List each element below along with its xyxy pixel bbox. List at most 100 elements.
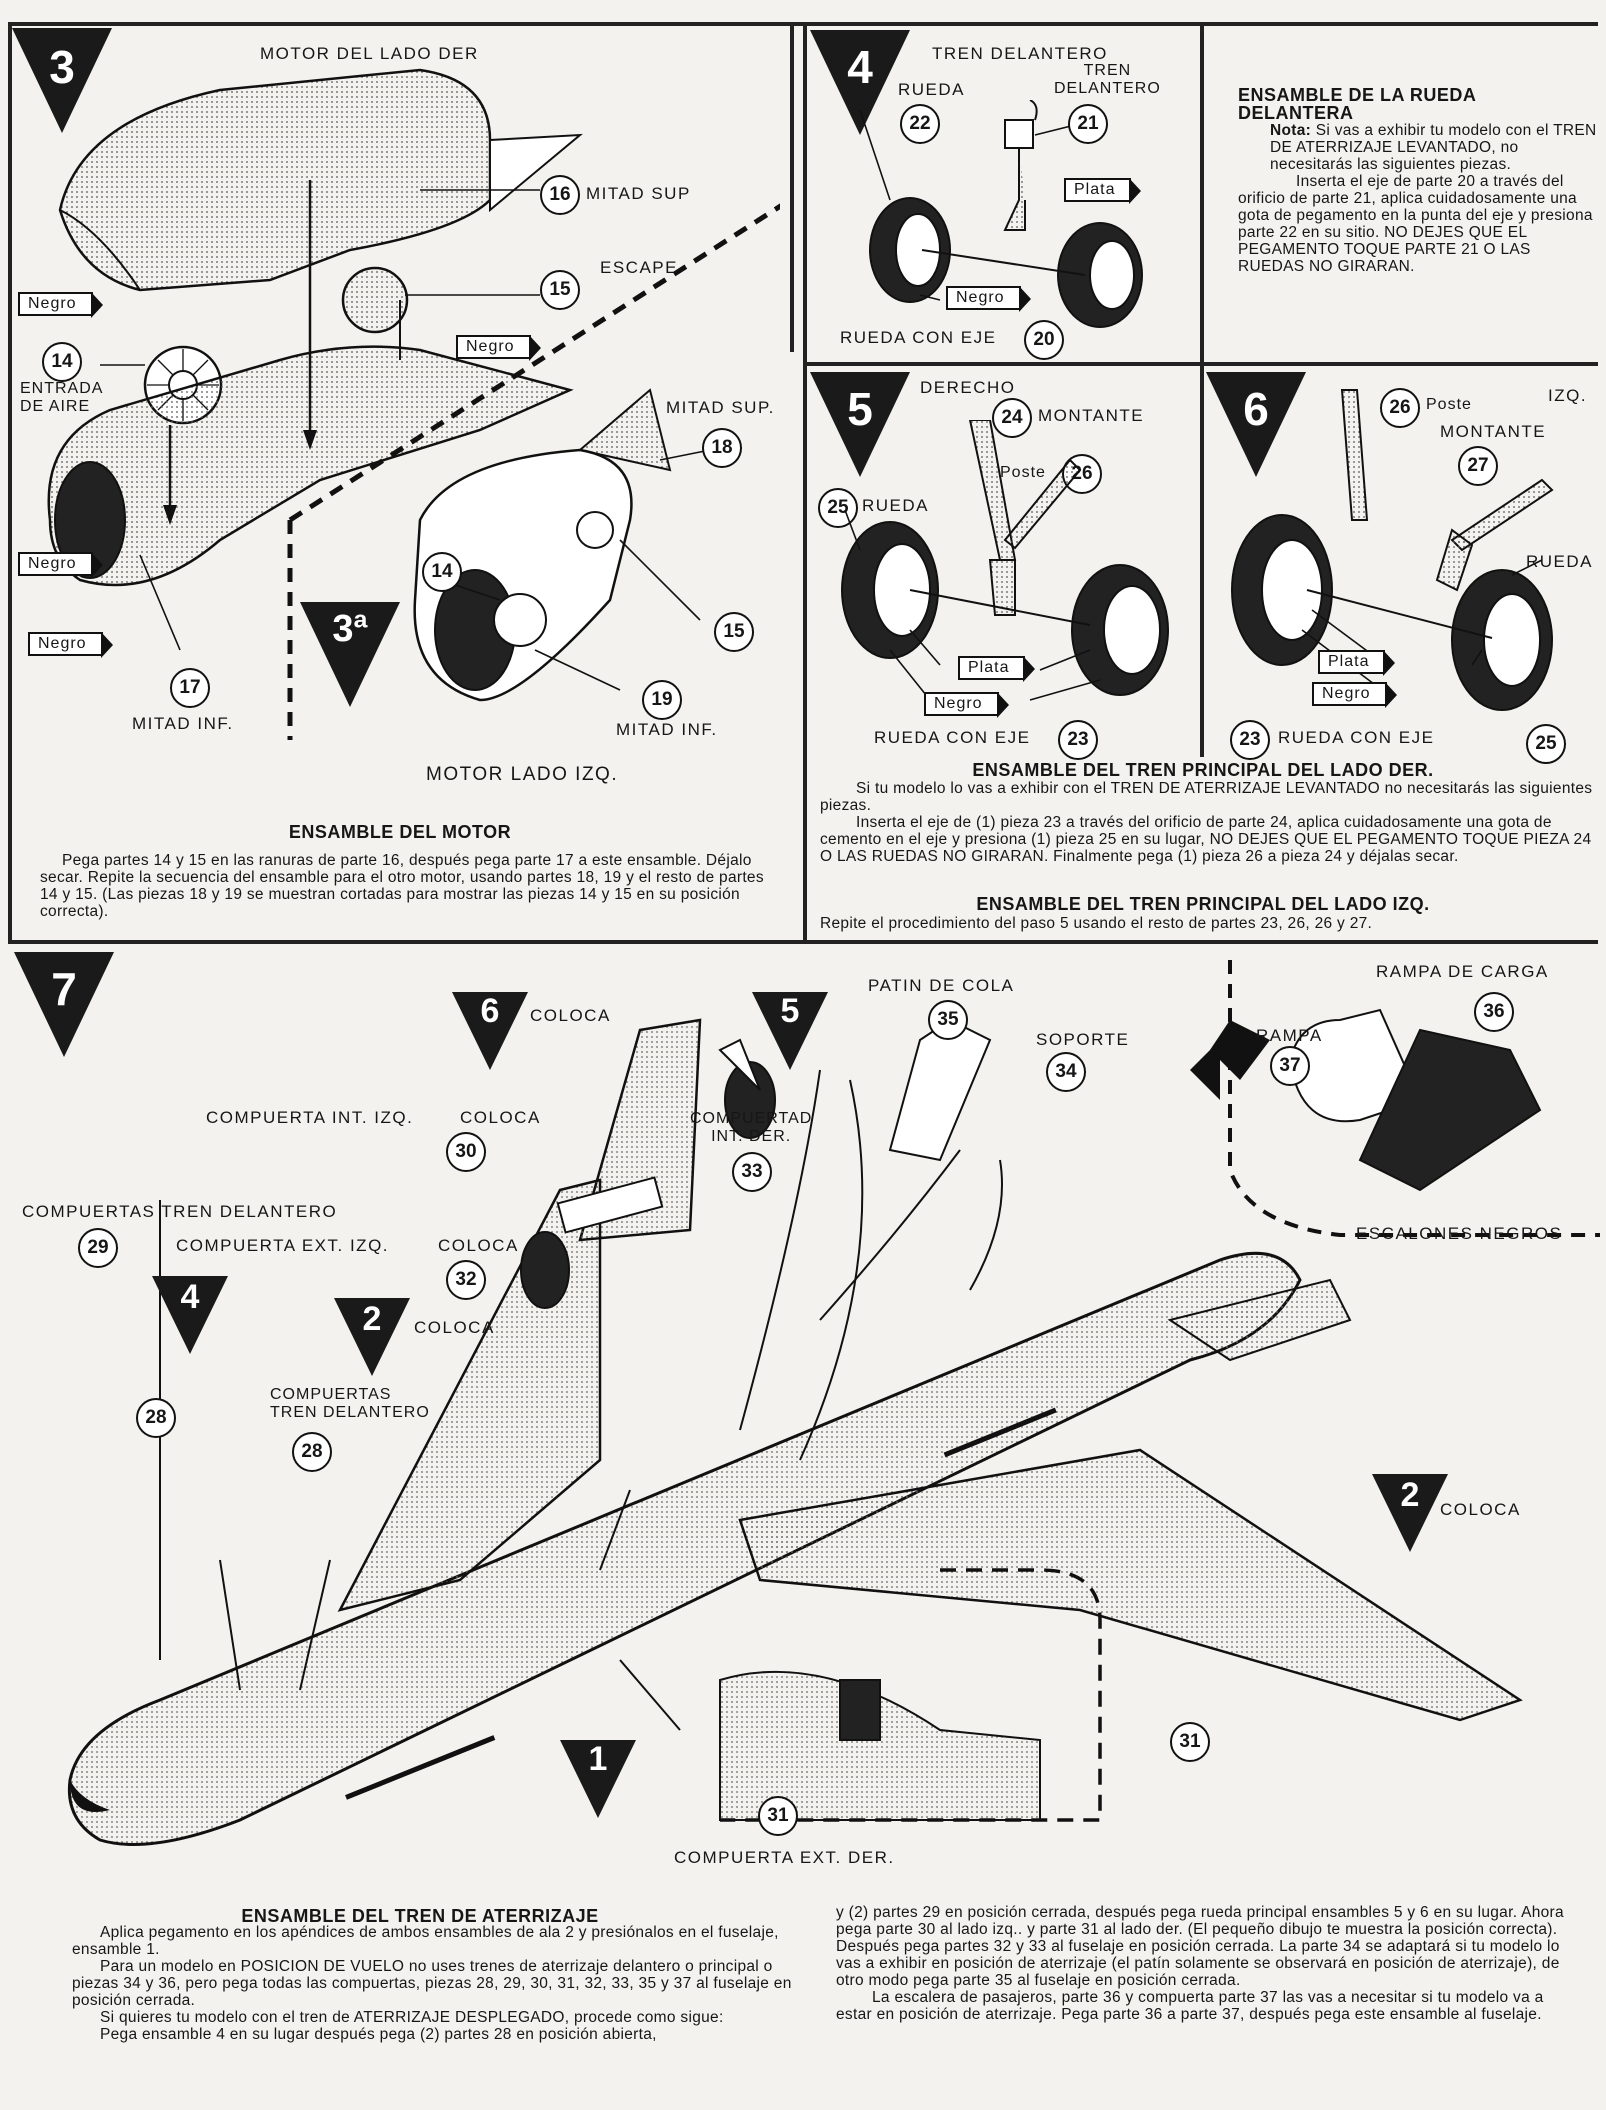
rampa-de-carga-label: RAMPA DE CARGA	[1376, 962, 1549, 981]
step7-tri-4-num: 4	[180, 1278, 200, 1316]
step7-tri-1	[560, 1740, 636, 1818]
part-23-circle-5: 23	[1058, 720, 1098, 760]
rampa-label: RAMPA	[1256, 1026, 1323, 1045]
plata-tag-4: Plata	[1064, 178, 1143, 204]
negro-tag-2: Negro	[456, 335, 541, 361]
step7-tri-2a	[334, 1298, 410, 1376]
montante-label-5: MONTANTE	[1038, 406, 1145, 425]
part-25-circle-6: 25	[1526, 724, 1566, 764]
step5-number: 5	[847, 383, 873, 435]
part-14-circle: 14	[42, 342, 82, 382]
step3a-triangle	[300, 602, 400, 707]
step7-tri-2b	[1372, 1474, 1448, 1552]
compuertas-tren-delantero-label: COMPUERTAS TREN DELANTERO	[22, 1202, 338, 1221]
izq-label: IZQ.	[1548, 386, 1588, 405]
negro-tag-4b: Negro	[946, 286, 1031, 312]
step3a-number: 3ª	[332, 608, 368, 650]
frame-step3-right	[790, 22, 794, 352]
frame-step5-right	[1200, 362, 1204, 757]
part-29-circle: 29	[78, 1228, 118, 1268]
plata-tag-6: Plata	[1318, 650, 1397, 676]
rueda-con-eje-label-4: RUEDA CON EJE	[840, 328, 997, 347]
right-gear-diagram	[841, 420, 1169, 701]
step6-triangle	[1206, 372, 1306, 477]
part-27-circle: 27	[1458, 446, 1498, 486]
negro-tag-1: Negro	[18, 292, 103, 318]
escalones-negros-label: ESCALONES NEGROS	[1356, 1224, 1563, 1243]
part-31a-circle: 31	[1170, 1722, 1210, 1762]
mitad-inf-b-label: MITAD INF.	[616, 720, 718, 739]
main-gear-izq-heading: ENSAMBLE DEL TREN PRINCIPAL DEL LADO IZQ…	[976, 894, 1430, 914]
step7-number: 7	[51, 963, 77, 1015]
part-34-circle: 34	[1046, 1052, 1086, 1092]
part-35-circle: 35	[928, 1000, 968, 1040]
step7-tri-5	[752, 992, 828, 1070]
frame-step3-bottom	[8, 940, 1598, 944]
engine-diagram-right	[47, 68, 780, 740]
motor-lado-izq-label: MOTOR LADO IZQ.	[426, 764, 619, 785]
part-15b-circle: 15	[714, 612, 754, 652]
part-26-circle-6: 26	[1380, 388, 1420, 428]
rueda-con-eje-label-5: RUEDA CON EJE	[874, 728, 1031, 747]
step3-text: Pega partes 14 y 15 en las ranuras de pa…	[40, 852, 764, 920]
frame-step4-left	[803, 22, 807, 942]
right-para-2: La escalera de pasajeros, parte 36 y com…	[836, 1989, 1544, 2023]
frame-left	[8, 22, 12, 944]
compuerta-ext-der-label: COMPUERTA EXT. DER.	[674, 1848, 895, 1867]
coloca-label-4: COLOCA	[414, 1318, 495, 1337]
step3-title-label: MOTOR DEL LADO DER	[260, 44, 479, 63]
main-gear-izq-text: Repite el procedimiento del paso 5 usand…	[820, 915, 1373, 932]
landing-gear-right-text: y (2) partes 29 en posición cerrada, des…	[836, 1904, 1576, 2023]
part-20-circle: 20	[1024, 320, 1064, 360]
step7-triangle	[14, 952, 114, 1057]
part-15-circle: 15	[540, 270, 580, 310]
part-33-circle: 33	[732, 1152, 772, 1192]
part-30-circle: 30	[446, 1132, 486, 1172]
main-gear-der-text1: Si tu modelo lo vas a exhibir con el TRE…	[820, 780, 1593, 814]
part-14b-circle: 14	[422, 552, 462, 592]
part-28a-circle: 28	[136, 1398, 176, 1438]
step7-tri-5-num: 5	[780, 992, 800, 1030]
nose-wheel-diagram	[859, 100, 1143, 328]
step5-triangle	[810, 372, 910, 477]
tren-delantero-label: TREN DELANTERO	[932, 44, 1108, 63]
step7-tri-6	[452, 992, 528, 1070]
step4-triangle	[810, 30, 910, 135]
main-gear-der-heading: ENSAMBLE DEL TREN PRINCIPAL DEL LADO DER…	[972, 760, 1434, 780]
negro-tag-3: Negro	[18, 552, 103, 578]
part-32-circle: 32	[446, 1260, 486, 1300]
left-para-3: Si quieres tu modelo con el tren de ATER…	[100, 2009, 724, 2026]
patin-de-cola-label: PATIN DE COLA	[868, 976, 1015, 995]
landing-gear-left-text: Aplica pegamento en los apéndices de amb…	[72, 1924, 802, 2043]
rueda-con-eje-label-6: RUEDA CON EJE	[1278, 728, 1435, 747]
coloca-label-3: COLOCA	[438, 1236, 519, 1255]
derecho-label: DERECHO	[920, 378, 1016, 397]
plata-tag-5: Plata	[958, 656, 1037, 682]
step4-text2: Inserta el eje de parte 20 a través del …	[1238, 173, 1593, 275]
coloca-label-2: COLOCA	[460, 1108, 541, 1127]
poste-label-5: Poste	[1000, 464, 1046, 481]
poste-label-6: Poste	[1426, 396, 1472, 413]
step7-tri-4	[152, 1276, 228, 1354]
compuerta-ext-izq-label: COMPUERTA EXT. IZQ.	[176, 1236, 390, 1255]
left-para-4: Pega ensamble 4 en su lugar después pega…	[100, 2026, 657, 2043]
rueda-label-4: RUEDA	[898, 80, 966, 99]
step3-number: 3	[49, 41, 75, 93]
part-23-circle-6: 23	[1230, 720, 1270, 760]
frame-step4-right	[1200, 22, 1204, 364]
landing-gear-heading: ENSAMBLE DEL TREN DE ATERRIZAJE	[241, 1906, 599, 1926]
main-gear-der-text: Si tu modelo lo vas a exhibir con el TRE…	[820, 780, 1596, 865]
coloca-label-1: COLOCA	[530, 1006, 611, 1025]
montante-label-6: MONTANTE	[1440, 422, 1547, 441]
step7-tri-2b-num: 2	[1400, 1476, 1420, 1514]
part-17-circle: 17	[170, 668, 210, 708]
rueda-label-5: RUEDA	[862, 496, 930, 515]
main-gear-der-text2: Inserta el eje de (1) pieza 23 a través …	[820, 814, 1592, 865]
step4-number: 4	[847, 41, 873, 93]
part-18-circle: 18	[702, 428, 742, 468]
step7-tri-6-num: 6	[480, 992, 500, 1030]
step7-tri-2a-num: 2	[362, 1300, 382, 1338]
